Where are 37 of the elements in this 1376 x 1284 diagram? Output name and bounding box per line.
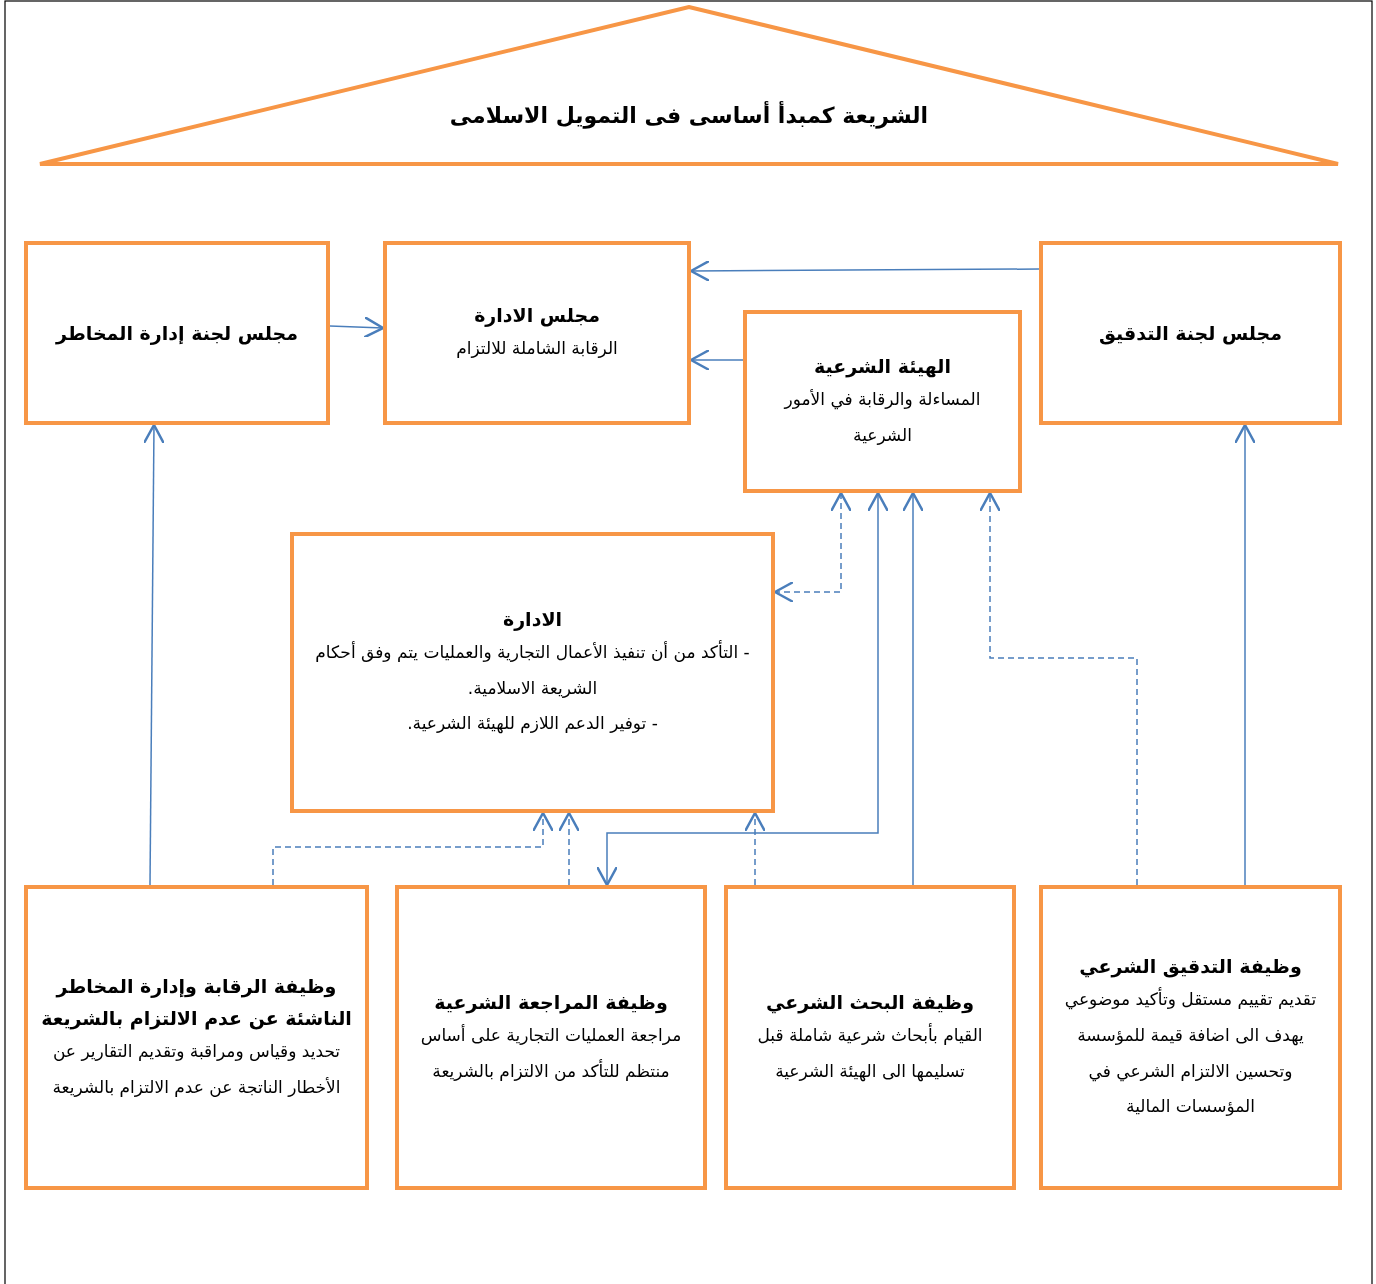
process-box [724,885,1016,1190]
body-text: تقديم تقييم مستقل وتأكيد موضوعي يهدف الى اضافة قيمة للمؤسسة وتحسين الالتزام الشرعي في المؤسسات المالية [1063,986,1318,1119]
body-text: - التأكد من أن تنفيذ الأعمال التجارية والعمليات يتم وفق أحكام الشريعة الاسلامية. [314,639,751,700]
process-box [395,885,707,1190]
process-box [24,885,369,1190]
heading-text: مجلس الادارة [474,303,600,329]
arrow [901,491,925,886]
arrow [595,491,890,887]
arrow [1233,423,1257,886]
heading-text: وظيفة التدقيق الشرعي [1079,953,1302,980]
process-box [383,241,691,425]
arrow [743,811,767,886]
arrow [142,423,166,886]
heading-text: وظيفة المراجعة الشرعية [434,989,668,1016]
heading-text: وظيفة الرقابة وإدارة المخاطر الناشئة عن عدم الالتزام بالشريعة [40,973,353,1032]
body-text: تحديد وقياس ومراقبة وتقديم التقارير عن الأخطار الناتجة عن عدم الالتزام بالشريعة [51,1040,342,1099]
process-box [1039,885,1342,1190]
process-box [24,241,330,425]
process-box [290,532,775,813]
arrow [978,491,1138,886]
arrow [329,316,385,339]
process-box [1039,241,1342,425]
process-box [743,310,1022,493]
heading-text: وظيفة البحث الشرعي [765,989,975,1016]
body-text: المساءلة والرقابة في الأمور الشرعية [782,387,982,447]
heading-text: مجلس لجنة إدارة المخاطر [56,320,298,347]
arrow [272,811,555,886]
heading-text: مجلس لجنة التدقيق [1098,320,1283,347]
body-text: القيام بأبحاث شرعية شاملة قبل تسليمها الى الهيئة الشرعية [756,1022,984,1084]
body-text: - توفير الدعم اللازم للهيئة الشرعية. [407,712,658,736]
title-text: الشريعة كمبدأ أساسى فى التمويل الاسلامى [449,100,929,131]
roof-triangle [38,5,1340,167]
heading-text: الادارة [502,606,563,633]
body-text: الرقابة الشاملة للالتزام [456,337,618,361]
heading-text: الهيئة الشرعية [814,353,951,380]
body-text: مراجعة العمليات التجارية على أساس منتظم للتأكد من الالتزام بالشريعة [419,1023,683,1083]
arrow [557,811,581,886]
